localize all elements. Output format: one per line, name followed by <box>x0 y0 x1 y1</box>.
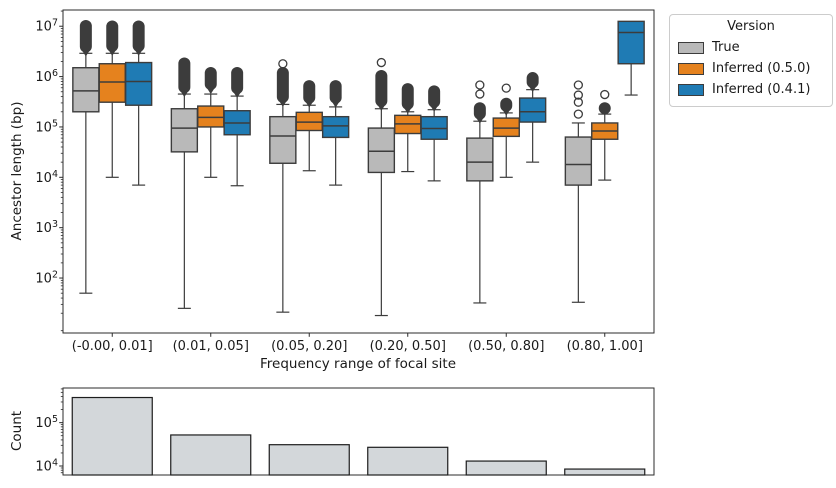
outlier-blob <box>526 72 539 89</box>
y-axis-label-count: Count <box>9 410 25 452</box>
outlier-blob <box>329 80 342 104</box>
legend-label-inferred-050: Inferred (0.5.0) <box>712 61 811 76</box>
count-bar <box>268 444 350 476</box>
box-Inferred (0.4.1) <box>518 97 547 123</box>
outlier-circle <box>278 59 288 69</box>
box-True <box>170 108 199 153</box>
x-tick-label: (0.05, 0.20] <box>271 339 347 354</box>
count-bar <box>71 396 153 476</box>
outlier-blob-tail <box>376 102 387 111</box>
box-Inferred (0.4.1) <box>617 20 645 65</box>
y-tick-label: 105 <box>35 414 58 431</box>
outlier-blob-tail <box>179 89 190 98</box>
legend-swatch-inferred-050-icon <box>678 62 704 75</box>
y-tick-label: 104 <box>35 169 58 186</box>
outlier-circle <box>573 109 583 119</box>
legend-entry-true: True <box>678 37 824 58</box>
outlier-blob <box>401 83 414 110</box>
box-True <box>72 67 100 113</box>
outlier-blob-tail <box>501 107 512 116</box>
count-bar <box>367 446 449 476</box>
count-bar <box>465 460 547 476</box>
outlier-blob <box>231 67 244 95</box>
box-Inferred (0.4.1) <box>321 115 350 139</box>
x-tick-label: (0.20, 0.50] <box>370 339 446 354</box>
box-True <box>367 127 396 174</box>
y-tick-label: 106 <box>35 68 58 85</box>
outlier-circle <box>573 90 583 100</box>
outlier-circle <box>475 89 485 99</box>
outlier-blob-tail <box>429 103 440 112</box>
legend-label-true: True <box>712 40 740 55</box>
legend-entry-inferred-041: Inferred (0.4.1) <box>678 79 824 100</box>
box-True <box>466 137 494 182</box>
outlier-blob-tail <box>474 115 485 124</box>
outlier-circle <box>573 97 583 107</box>
outlier-blob-tail <box>205 86 216 95</box>
outlier-circle <box>573 80 583 90</box>
y-tick-label: 103 <box>35 219 58 236</box>
box-True <box>564 136 593 186</box>
box-True <box>269 115 297 164</box>
outlier-blob <box>132 20 145 52</box>
outlier-blob-tail <box>232 90 243 99</box>
count-bar <box>564 468 646 476</box>
outlier-circle <box>475 80 485 90</box>
x-tick-label: (0.50, 0.80] <box>468 339 544 354</box>
x-tick-label: (-0.00, 0.01] <box>72 339 153 354</box>
x-tick-label: (0.80, 1.00] <box>567 339 643 354</box>
outlier-blob <box>473 102 486 120</box>
outlier-blob <box>428 85 441 108</box>
outlier-circle <box>501 83 511 93</box>
x-tick-label: (0.01, 0.05] <box>173 339 249 354</box>
outlier-blob <box>303 80 316 104</box>
legend: Version True Inferred (0.5.0) Inferred (… <box>669 14 833 107</box>
outlier-blob <box>375 70 388 107</box>
outlier-blob <box>178 57 191 94</box>
box-Inferred (0.4.1) <box>124 61 153 106</box>
outlier-blob <box>276 67 289 103</box>
legend-swatch-true-icon <box>678 41 704 54</box>
y-tick-label: 102 <box>35 270 58 287</box>
outlier-blob-tail <box>107 47 118 56</box>
outlier-blob-tail <box>402 105 413 114</box>
outlier-circle <box>600 89 610 100</box>
outlier-blob <box>106 20 119 52</box>
count-bar <box>170 434 252 476</box>
x-axis-label-frequency-range: Frequency range of focal site <box>259 356 457 372</box>
box-Inferred (0.5.0) <box>492 117 520 138</box>
box-Inferred (0.5.0) <box>98 63 126 103</box>
legend-label-inferred-041: Inferred (0.4.1) <box>712 82 811 97</box>
box-Inferred (0.5.0) <box>197 105 225 128</box>
legend-title: Version <box>727 19 775 34</box>
outlier-blob-tail <box>80 48 91 57</box>
y-tick-label: 107 <box>35 18 58 35</box>
outlier-blob-tail <box>133 47 144 56</box>
legend-entry-inferred-050: Inferred (0.5.0) <box>678 58 824 79</box>
y-axis-label-ancestor-length: Ancestor length (bp) <box>9 101 25 241</box>
outlier-blob-tail <box>330 99 341 108</box>
outlier-blob <box>79 19 92 53</box>
outlier-blob-tail <box>527 84 538 93</box>
axes-spines <box>62 387 655 476</box>
y-tick-label: 105 <box>35 118 58 135</box>
outlier-circle <box>376 57 387 68</box>
outlier-blob-tail <box>304 99 315 108</box>
outlier-blob <box>204 67 217 91</box>
outlier-blob-tail <box>599 107 610 116</box>
legend-swatch-inferred-041-icon <box>678 83 704 96</box>
y-tick-label: 104 <box>35 458 58 475</box>
outlier-blob-tail <box>277 98 288 107</box>
axes-spines <box>62 9 655 334</box>
